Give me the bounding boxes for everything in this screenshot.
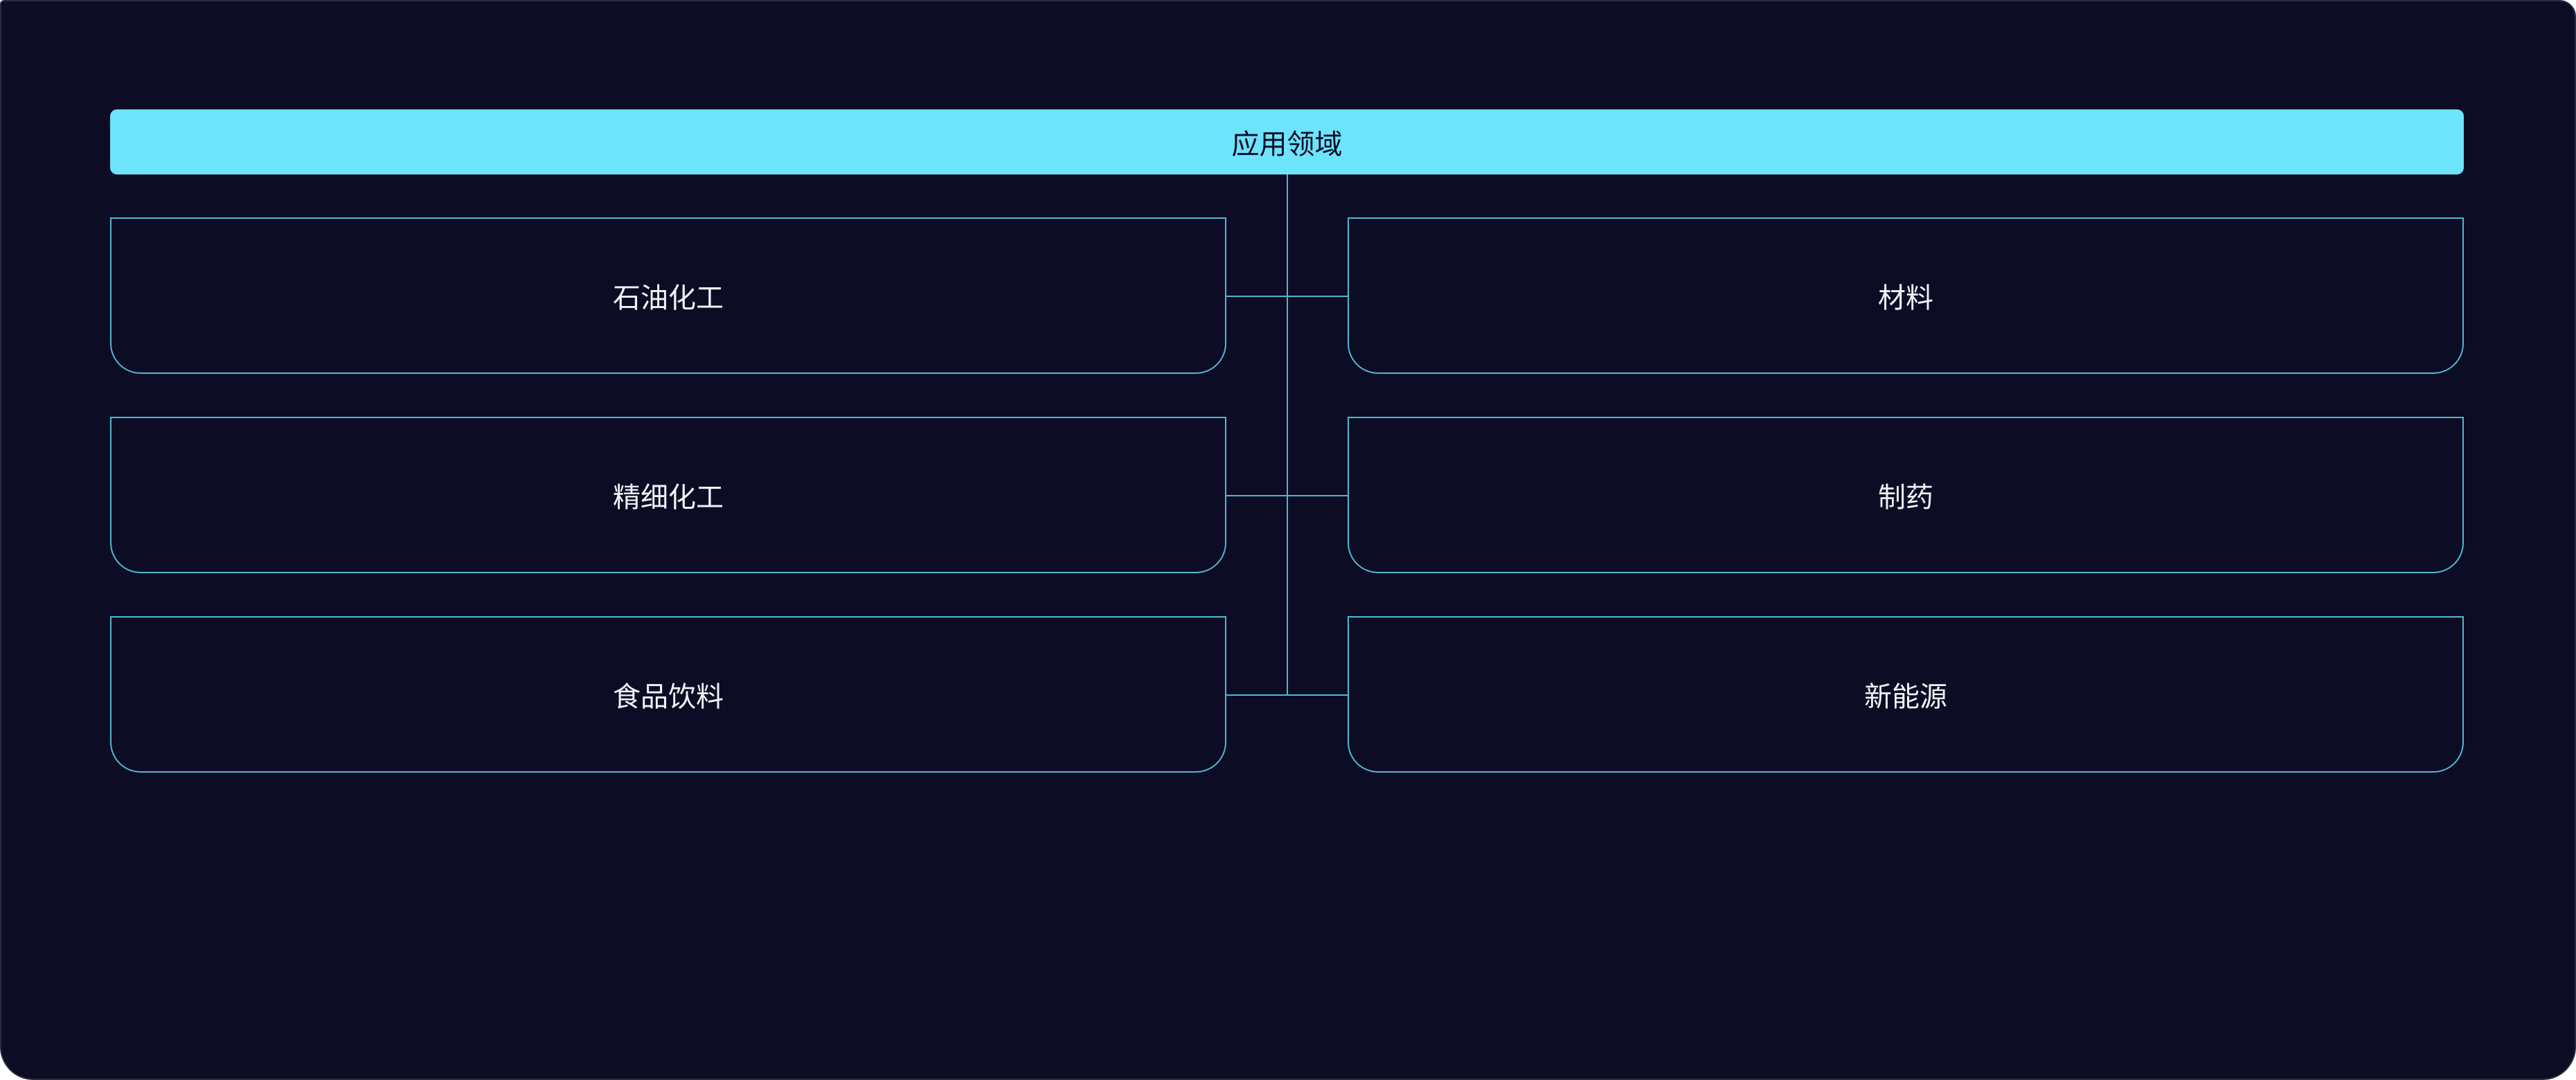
node-pharmaceutical: 制药 [1348,417,2464,573]
connector-trunk [1287,174,1288,695]
node-label: 精细化工 [613,482,724,514]
connector-branch-row-2 [1226,495,1348,496]
node-label: 制药 [1878,482,1933,514]
node-petrochemical: 石油化工 [110,217,1226,374]
node-new-energy: 新能源 [1348,616,2464,773]
connector-branch-row-3 [1226,694,1348,696]
node-label: 新能源 [1864,681,1947,713]
node-label: 石油化工 [613,282,724,314]
node-materials: 材料 [1348,217,2464,374]
node-fine-chemical: 精细化工 [110,417,1226,573]
node-food-beverage: 食品饮料 [110,616,1226,773]
root-node-application-fields: 应用领域 [110,109,2464,174]
root-node-label: 应用领域 [1231,129,1343,161]
node-label: 食品饮料 [613,681,724,713]
node-label: 材料 [1878,282,1933,314]
connector-branch-row-1 [1226,296,1348,297]
